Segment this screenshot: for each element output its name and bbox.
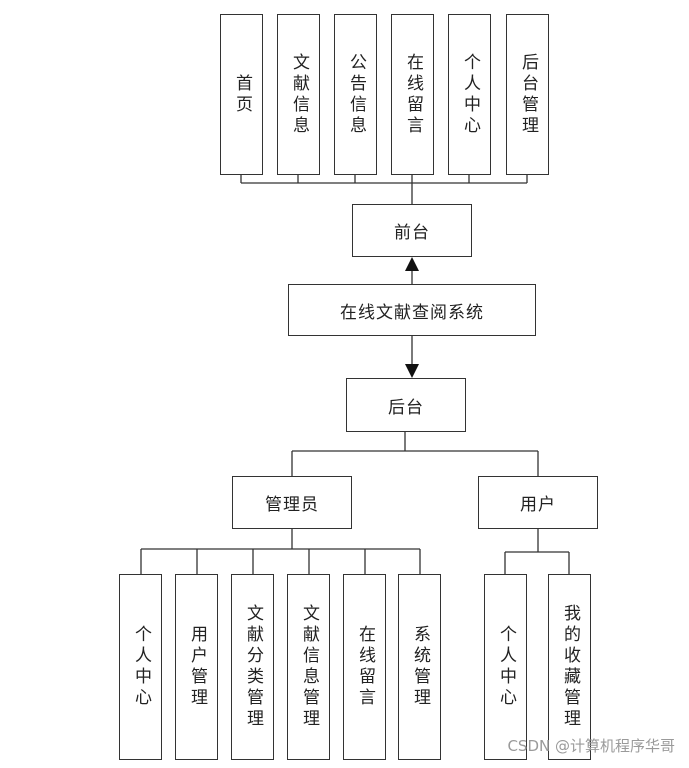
- module-online-message: 在线留言: [391, 14, 434, 175]
- admin-module-label: 个人中心: [131, 625, 151, 709]
- admin-module-personal-center: 个人中心: [119, 574, 162, 760]
- module-announcement-info-label: 公告信息: [346, 52, 366, 137]
- admin-module-label: 文献信息管理: [299, 604, 319, 730]
- module-home: 首页: [220, 14, 263, 175]
- system-node: 在线文献查阅系统: [288, 284, 536, 336]
- admin-node: 管理员: [232, 476, 352, 529]
- admin-module-label: 文献分类管理: [243, 604, 263, 730]
- admin-module-system-management: 系统管理: [398, 574, 441, 760]
- user-label: 用户: [520, 495, 556, 515]
- module-literature-info: 文献信息: [277, 14, 320, 175]
- admin-module-literature-management: 文献信息管理: [287, 574, 330, 760]
- module-announcement-info: 公告信息: [334, 14, 377, 175]
- module-home-label: 首页: [232, 73, 252, 116]
- admin-module-user-management: 用户管理: [175, 574, 218, 760]
- user-module-favorites-management: 我的收藏管理: [548, 574, 591, 760]
- back-end-node: 后台: [346, 378, 466, 432]
- back-end-label: 后台: [388, 397, 424, 418]
- module-personal-center-label: 个人中心: [460, 52, 480, 137]
- watermark: CSDN @计算机程序华哥: [507, 737, 675, 755]
- module-personal-center: 个人中心: [448, 14, 491, 175]
- user-module-personal-center: 个人中心: [484, 574, 527, 760]
- user-module-label: 个人中心: [496, 625, 516, 709]
- front-end-node: 前台: [352, 204, 472, 257]
- admin-label: 管理员: [265, 495, 319, 515]
- user-module-label: 我的收藏管理: [560, 604, 580, 730]
- module-backend-management-label: 后台管理: [518, 52, 538, 137]
- admin-module-label: 在线留言: [355, 625, 375, 709]
- user-node: 用户: [478, 476, 598, 529]
- system-label: 在线文献查阅系统: [340, 302, 484, 323]
- front-end-label: 前台: [394, 223, 430, 243]
- admin-module-online-message: 在线留言: [343, 574, 386, 760]
- admin-module-category-management: 文献分类管理: [231, 574, 274, 760]
- module-online-message-label: 在线留言: [403, 52, 423, 137]
- admin-module-label: 用户管理: [187, 625, 207, 709]
- admin-module-label: 系统管理: [410, 625, 430, 709]
- module-backend-management: 后台管理: [506, 14, 549, 175]
- module-literature-info-label: 文献信息: [289, 52, 309, 137]
